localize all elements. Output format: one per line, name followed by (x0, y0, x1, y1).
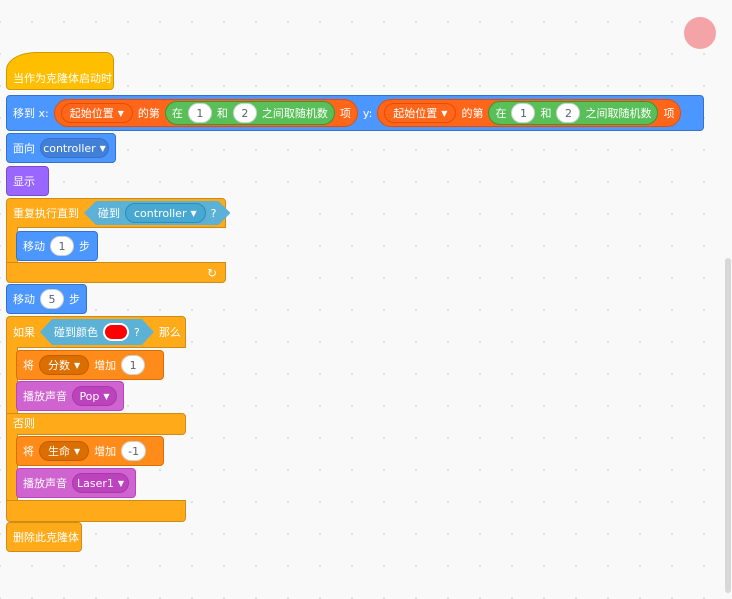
play-sound-label: 播放声音 (23, 390, 67, 403)
change-value-input[interactable]: 1 (121, 355, 146, 375)
sound-menu-pop[interactable]: Pop ▼ (72, 386, 117, 406)
chevron-down-icon: ▼ (74, 446, 81, 456)
move-label: 移动 (13, 293, 35, 306)
touching-target-menu[interactable]: controller ▼ (125, 203, 206, 223)
chevron-down-icon: ▼ (117, 478, 125, 488)
chevron-down-icon: ▼ (103, 391, 110, 401)
play-sound-block-laser[interactable]: 播放声音 Laser1 ▼ (16, 468, 136, 498)
then-label: 那么 (158, 326, 181, 339)
chevron-down-icon: ▼ (99, 143, 106, 153)
chevron-down-icon: ▼ (190, 208, 197, 218)
point-towards-block[interactable]: 面向 controller ▼ (6, 133, 116, 163)
if-label: 如果 (13, 326, 35, 339)
repeat-until-foot: ↻ (6, 262, 226, 283)
variable-menu-score[interactable]: 分数 ▼ (39, 355, 90, 375)
play-sound-block-pop[interactable]: 播放声音 Pop ▼ (16, 381, 124, 411)
chevron-down-icon: ▼ (441, 108, 448, 118)
list-item-y-reporter[interactable]: 起始位置 ▼ 的第 在 1 和 2 之间取随机数 项 (377, 99, 682, 127)
random-from-input-y[interactable]: 1 (511, 103, 536, 123)
change-by-label: 增加 (94, 359, 117, 372)
repeat-until-block[interactable]: 重复执行直到 碰到 controller ▼ ? (6, 198, 226, 228)
move-steps-input[interactable]: 5 (40, 289, 64, 309)
random-reporter-x[interactable]: 在 1 和 2 之间取随机数 (164, 101, 335, 125)
else-label: 否则 (13, 417, 35, 430)
move-steps-block-5[interactable]: 移动 5 步 (6, 284, 87, 314)
play-sound-label: 播放声音 (23, 477, 67, 490)
chevron-down-icon: ▼ (74, 360, 81, 370)
if-else-foot (6, 500, 186, 522)
change-variable-block-lives[interactable]: 将 生命 ▼ 增加 -1 (16, 436, 164, 466)
go-to-y-label: y: (362, 106, 373, 120)
if-else-block[interactable]: 如果 碰到颜色 ? 那么 (6, 316, 186, 348)
steps-unit-label: 步 (79, 240, 90, 253)
show-block[interactable]: 显示 (6, 166, 49, 196)
touching-color-condition[interactable]: 碰到颜色 ? (40, 319, 154, 345)
show-label: 显示 (13, 175, 35, 188)
variable-menu-lives[interactable]: 生命 ▼ (39, 441, 90, 461)
go-to-xy-block[interactable]: 移到 x: 起始位置 ▼ 的第 在 1 和 2 之间取随机数 项 y: 起始位置… (6, 95, 704, 131)
go-to-x-label: 移到 x: (13, 107, 49, 120)
vertical-scrollbar[interactable] (725, 258, 731, 593)
point-towards-label: 面向 (13, 142, 35, 155)
point-towards-target-menu[interactable]: controller ▼ (40, 138, 109, 158)
loop-arrow-icon: ↻ (206, 265, 217, 280)
list-item-x-reporter[interactable]: 起始位置 ▼ 的第 在 1 和 2 之间取随机数 项 (53, 99, 358, 127)
chevron-down-icon: ▼ (117, 108, 124, 118)
item-label: 项 (339, 107, 351, 120)
repeat-until-label: 重复执行直到 (13, 207, 79, 220)
random-from-input-x[interactable]: 1 (187, 103, 212, 123)
random-reporter-y[interactable]: 在 1 和 2 之间取随机数 (488, 101, 659, 125)
sound-menu-laser[interactable]: Laser1 ▼ (72, 473, 129, 493)
when-start-as-clone-hat[interactable]: 当作为克隆体启动时 (6, 52, 114, 90)
list-menu-x[interactable]: 起始位置 ▼ (60, 103, 133, 123)
move-label: 移动 (23, 240, 45, 253)
delete-clone-label: 删除此克隆体 (13, 531, 79, 544)
steps-unit-label: 步 (69, 293, 80, 306)
of-item-label: 的第 (137, 107, 160, 120)
change-variable-block-score[interactable]: 将 分数 ▼ 增加 1 (16, 350, 164, 380)
change-by-label: 增加 (94, 445, 117, 458)
hat-label: 当作为克隆体启动时 (13, 72, 112, 85)
change-value-input[interactable]: -1 (121, 441, 147, 461)
of-item-label: 的第 (461, 107, 484, 120)
change-set-label: 将 (23, 359, 34, 372)
item-label: 项 (663, 107, 675, 120)
touching-sprite-condition[interactable]: 碰到 controller ▼ ? (84, 201, 230, 225)
move-steps-block[interactable]: 移动 1 步 (16, 231, 98, 261)
random-to-input-x[interactable]: 2 (232, 103, 257, 123)
move-steps-input[interactable]: 1 (50, 236, 74, 256)
change-set-label: 将 (23, 445, 34, 458)
random-to-input-y[interactable]: 2 (556, 103, 581, 123)
color-swatch-input[interactable] (103, 323, 129, 341)
else-bar: 否则 (6, 413, 186, 435)
zoom-indicator-dot (684, 17, 716, 49)
delete-this-clone-block[interactable]: 删除此克隆体 (6, 522, 82, 552)
list-menu-y[interactable]: 起始位置 ▼ (384, 103, 457, 123)
